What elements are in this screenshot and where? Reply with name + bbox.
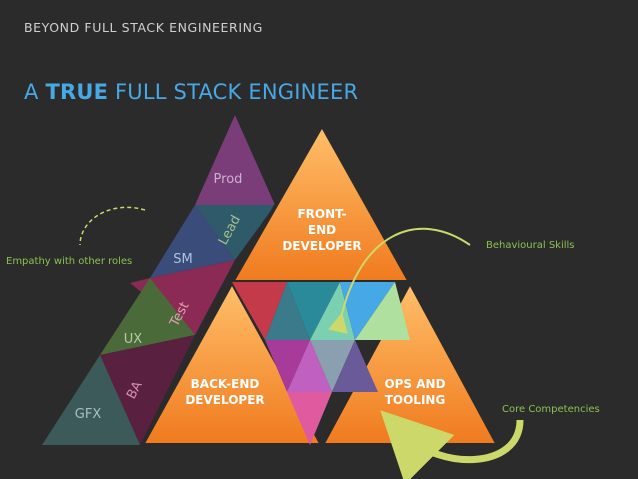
frontend-label-1: FRONT- — [297, 207, 346, 221]
title-rest: FULL STACK ENGINEER — [108, 80, 359, 104]
gfx-segment — [42, 355, 140, 445]
prod-segment — [195, 115, 275, 205]
ba-segment — [100, 335, 195, 445]
central-mosaic — [232, 282, 410, 445]
behavioural-annotation: Behavioural Skills — [486, 240, 575, 251]
ux-segment — [100, 278, 195, 355]
role-sm: SM — [173, 252, 192, 267]
role-gfx: GFX — [75, 407, 102, 422]
role-ba: BA — [124, 379, 146, 402]
role-triangle — [42, 115, 275, 445]
section-header: BEYOND FULL STACK ENGINEERING — [24, 20, 263, 35]
frontend-label-3: DEVELOPER — [282, 239, 361, 253]
role-ux: UX — [124, 332, 143, 347]
empathy-annotation: Empathy with other roles — [6, 256, 132, 267]
core-arrow — [380, 410, 524, 479]
title-prefix: A — [24, 80, 46, 104]
sm-segment — [150, 205, 235, 278]
backend-label-2: DEVELOPER — [185, 393, 264, 407]
frontend-label-2: END — [308, 223, 336, 237]
ops-label-2: TOOLING — [385, 393, 446, 407]
ops-label-1: OPS AND — [384, 377, 445, 391]
behavioural-arrow — [328, 227, 471, 334]
empathy-arrow — [79, 206, 146, 246]
core-annotation: Core Competencies — [502, 404, 600, 415]
test-segment — [130, 260, 235, 335]
title-emphasis: TRUE — [45, 80, 109, 104]
lead-segment — [195, 205, 275, 260]
role-prod: Prod — [214, 172, 243, 187]
slide-title: A TRUE FULL STACK ENGINEER — [24, 80, 358, 104]
backend-label-1: BACK-END — [191, 377, 260, 391]
